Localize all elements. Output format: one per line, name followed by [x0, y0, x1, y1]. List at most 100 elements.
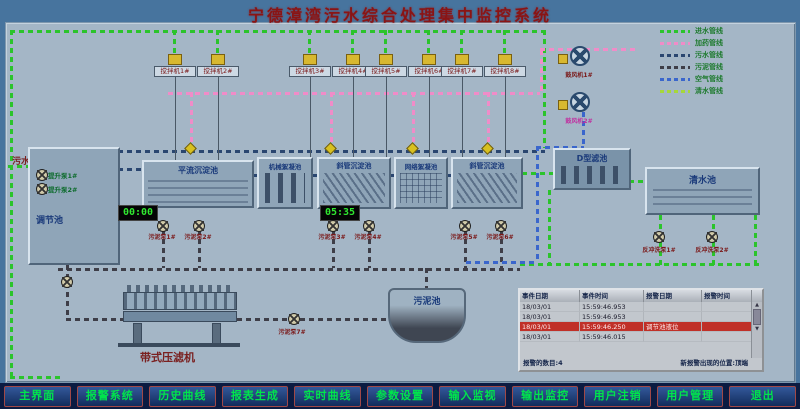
menu-exit[interactable]: 退出 — [729, 385, 797, 407]
pingliu-tank-label: 平流沉淀池 — [178, 166, 218, 175]
backwash-pump-2-icon[interactable] — [706, 231, 718, 243]
pipe-air-riser — [536, 146, 539, 263]
menu-parameter-settings[interactable]: 参数设置 — [366, 385, 434, 407]
mixer-shaft-7 — [462, 74, 463, 157]
sludge-pump-6-icon[interactable] — [495, 220, 507, 232]
sludge-pump-3-icon[interactable] — [327, 220, 339, 232]
mixer-shaft-8 — [505, 74, 506, 157]
mixer-5[interactable]: 搅拌机5# — [365, 54, 407, 77]
cell — [702, 322, 752, 332]
sludge-line-swatch — [660, 65, 690, 69]
pipe-mixer-drop-8 — [503, 30, 506, 55]
alarm-row[interactable]: 18/03/01 15:59:46.953 — [520, 312, 762, 322]
inflow-line-swatch — [660, 29, 690, 33]
blower-motor-icon — [558, 100, 568, 110]
legend-item-sludge: 污泥管线 — [660, 62, 723, 72]
jixie-tank-label: 机械絮凝池 — [268, 163, 302, 171]
menu-alarm-system[interactable]: 报警系统 — [76, 385, 144, 407]
pipe-dosing-riser — [540, 50, 543, 92]
pipe-clearwater-right — [754, 215, 757, 265]
cell — [644, 312, 702, 322]
alarm-table-scrollbar[interactable]: ▲▼ — [751, 302, 762, 358]
pipe-clearwater-pump1-down — [659, 242, 662, 265]
sludge-pump-6-label: 污泥泵6# — [486, 234, 514, 241]
pipe-inflow-left — [10, 30, 13, 378]
motor-icon — [303, 54, 317, 65]
legend-item-inflow: 进水管线 — [660, 26, 723, 36]
menu-user-management[interactable]: 用户管理 — [656, 385, 724, 407]
mixer-1[interactable]: 搅拌机1# — [154, 54, 196, 77]
sludge-pump-1-icon[interactable] — [157, 220, 169, 232]
lift-pump-2-icon[interactable] — [36, 183, 48, 195]
clearwater-tank: 清水池 — [645, 167, 760, 215]
sludge-pump-5-label: 污泥泵5# — [450, 234, 478, 241]
menu-history-curve[interactable]: 历史曲线 — [149, 385, 216, 407]
pipe-regulation-sludge — [66, 265, 69, 318]
alarm-row-active[interactable]: 18/03/01 15:59:46.250 调节池液位 — [520, 322, 762, 332]
cell: 15:59:46.015 — [580, 332, 644, 342]
regulation-drain-pump-icon[interactable] — [61, 276, 73, 288]
menu-output-monitor[interactable]: 输出监控 — [511, 385, 579, 407]
sludge-pump-2-icon[interactable] — [193, 220, 205, 232]
pipe-sludge-drop-6 — [500, 230, 503, 268]
sludge-tank: 污泥池 — [388, 288, 466, 343]
mixer-3[interactable]: 搅拌机3# — [289, 54, 331, 77]
alarm-row[interactable]: 18/03/01 15:59:46.953 — [520, 302, 762, 312]
lift-pump-1-icon[interactable] — [36, 169, 48, 181]
mixer-label: 搅拌机8# — [484, 66, 526, 77]
regulation-tank: 提升泵1# 提升泵2# 调节池 — [28, 147, 120, 265]
menu-bar: 主界面 报警系统 历史曲线 报表生成 实时曲线 参数设置 输入监视 输出监控 用… — [0, 383, 800, 409]
menu-realtime-curve[interactable]: 实时曲线 — [294, 385, 361, 407]
pipe-backwash-riser — [548, 190, 551, 263]
mixer-8[interactable]: 搅拌机8# — [484, 54, 526, 77]
menu-report-generate[interactable]: 报表生成 — [221, 385, 289, 407]
backwash-pump-1-icon[interactable] — [653, 231, 665, 243]
cell: 18/03/01 — [520, 312, 580, 322]
mixer-label: 搅拌机7# — [441, 66, 483, 77]
motor-icon — [168, 54, 182, 65]
blower-motor-icon — [558, 54, 568, 64]
jixie-tank: 机械絮凝池 — [257, 157, 313, 209]
alarm-row[interactable]: 18/03/01 15:59:46.015 — [520, 332, 762, 342]
menu-user-logout[interactable]: 用户注销 — [584, 385, 651, 407]
mixer-shaft-3 — [310, 74, 311, 157]
cell — [644, 332, 702, 342]
new-alarm-position: 新报警出现的位置:顶端 — [680, 359, 748, 367]
legend-label: 污泥管线 — [695, 63, 723, 71]
pipe-dosing-drop-2 — [330, 92, 333, 148]
water-pattern — [148, 180, 248, 204]
cell — [644, 302, 702, 312]
scroll-thumb[interactable] — [753, 309, 761, 325]
cycle-timer-2[interactable]: 05:35 — [320, 205, 360, 221]
pipe-air-blower — [582, 112, 585, 148]
menu-main-screen[interactable]: 主界面 — [4, 385, 71, 407]
sludge-pump-5-icon[interactable] — [459, 220, 471, 232]
cell: 18/03/01 — [520, 332, 580, 342]
blower-2-label: 鼓风机2# — [565, 118, 593, 125]
sludge-pump-4-icon[interactable] — [363, 220, 375, 232]
menu-input-monitor[interactable]: 输入监视 — [439, 385, 506, 407]
cell — [702, 302, 752, 312]
fan-icon-blower-2[interactable] — [570, 92, 590, 112]
lift-pump-1-label: 提升泵1# — [48, 172, 78, 180]
pipe-dosing-drop-3 — [412, 92, 415, 148]
mixer-7[interactable]: 搅拌机7# — [441, 54, 483, 77]
alarm-count: 报警的数目:4 — [523, 359, 563, 367]
pipe-mixer-drop-7 — [460, 30, 463, 55]
page-title: 宁德漳湾污水综合处理集中监控系统 — [247, 6, 552, 25]
mixer-shaft-4 — [353, 74, 354, 157]
alarm-summary-table: 事件日期 事件时间 报警日期 报警时间 18/03/01 15:59:46.95… — [518, 288, 764, 372]
xieguan-tank-2: 斜管沉淀池 — [451, 157, 523, 209]
air-line-swatch — [660, 77, 690, 81]
sludge-pump-7-icon[interactable] — [288, 313, 300, 325]
water-pattern — [653, 189, 752, 209]
legend-item-air: 空气管线 — [660, 74, 723, 84]
cycle-timer-1[interactable]: 00:00 — [118, 205, 158, 221]
mixer-2[interactable]: 搅拌机2# — [197, 54, 239, 77]
backwash-pump-2-label: 反冲洗泵2# — [695, 247, 729, 254]
cell: 15:59:46.953 — [580, 312, 644, 322]
fan-icon-blower-1[interactable] — [570, 46, 590, 66]
clearwater-line-swatch — [660, 89, 690, 93]
legend-label: 空气管线 — [695, 75, 723, 83]
